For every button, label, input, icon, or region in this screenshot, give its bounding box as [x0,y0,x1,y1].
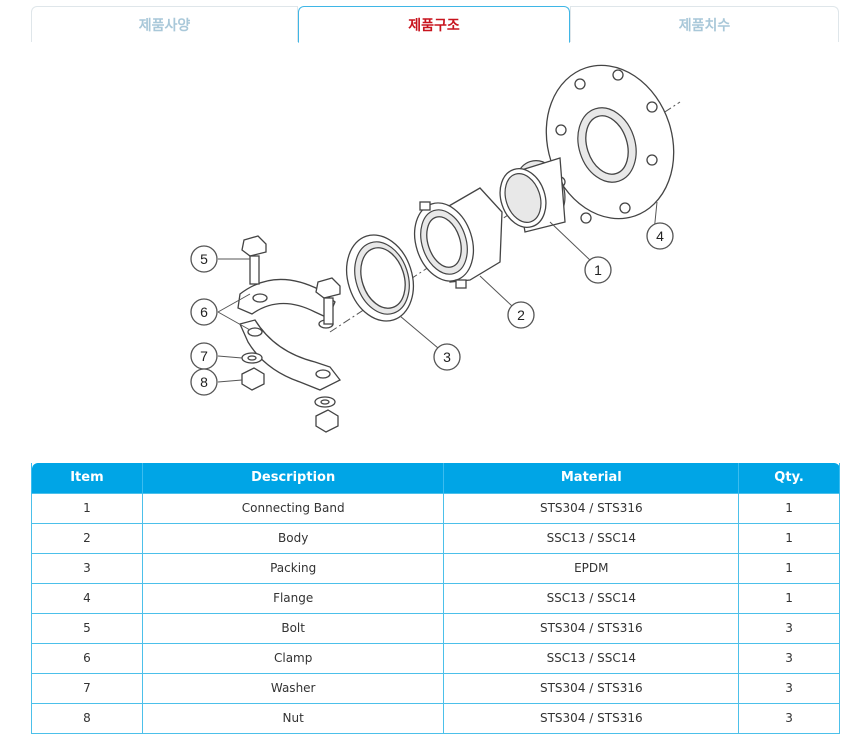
cell-description: Nut [141,702,445,734]
exploded-diagram-svg: 1 2 3 4 5 6 7 8 [190,64,681,433]
table-row: 6 Clamp SSC13 / SSC14 3 [31,642,840,674]
parts-table: Item Description Material Qty. 1 Connect… [31,463,840,734]
cell-item: 2 [31,522,143,554]
nut-part [241,367,339,433]
callout-8: 8 [190,368,218,396]
cell-description: Bolt [141,612,445,644]
cell-item: 8 [31,702,143,734]
header-qty: Qty. [738,463,840,493]
cell-material: SSC13 / SSC14 [443,582,740,614]
cell-item: 7 [31,672,143,704]
flange-part [545,64,675,224]
cell-description: Flange [141,582,445,614]
connecting-band-part [499,157,566,233]
callout-2: 2 [507,301,535,329]
table-row: 4 Flange SSC13 / SSC14 1 [31,582,840,614]
tab-specifications[interactable]: 제품사양 [31,6,298,42]
callout-7: 7 [190,342,218,370]
cell-material: STS304 / STS316 [443,672,740,704]
cell-item: 1 [31,492,143,524]
header-item: Item [31,463,143,493]
cell-item: 3 [31,552,143,584]
cell-description: Packing [141,552,445,584]
leader-7 [217,355,243,359]
table-row: 3 Packing EPDM 1 [31,552,840,584]
table-row: 5 Bolt STS304 / STS316 3 [31,612,840,644]
packing-part [346,234,414,322]
svg-text:4: 4 [656,228,664,244]
cell-qty: 3 [738,642,840,674]
bolt-part [241,235,341,325]
tab-dimensions[interactable]: 제품치수 [570,6,839,42]
parts-table-wrapper: Item Description Material Qty. 1 Connect… [31,463,840,734]
leader-8 [217,379,243,383]
cell-material: SSC13 / SSC14 [443,522,740,554]
body-part [413,187,503,289]
table-row: 1 Connecting Band STS304 / STS316 1 [31,492,840,524]
cell-qty: 1 [738,492,840,524]
svg-text:8: 8 [200,374,208,390]
exploded-diagram: 1 2 3 4 5 6 7 8 [180,62,700,442]
cell-description: Clamp [141,642,445,674]
leader-1 [549,221,593,263]
tab-bar: 제품사양 제품구조 제품치수 [31,6,839,43]
cell-qty: 1 [738,522,840,554]
cell-description: Washer [141,672,445,704]
table-row: 8 Nut STS304 / STS316 3 [31,702,840,734]
tab-structure[interactable]: 제품구조 [298,6,570,43]
washer-part [241,352,336,408]
cell-material: STS304 / STS316 [443,492,740,524]
cell-description: Connecting Band [141,492,445,524]
cell-qty: 3 [738,672,840,704]
header-description: Description [141,463,445,493]
cell-qty: 1 [738,552,840,584]
cell-material: SSC13 / SSC14 [443,642,740,674]
cell-item: 4 [31,582,143,614]
svg-text:2: 2 [517,307,525,323]
svg-text:1: 1 [594,262,602,278]
cell-item: 6 [31,642,143,674]
svg-text:3: 3 [443,349,451,365]
svg-text:6: 6 [200,304,208,320]
leader-2 [479,275,513,307]
callout-4: 4 [646,222,674,250]
callout-3: 3 [433,343,461,371]
leader-3 [399,315,439,349]
cell-description: Body [141,522,445,554]
svg-text:7: 7 [200,348,208,364]
table-row: 7 Washer STS304 / STS316 3 [31,672,840,704]
table-row: 2 Body SSC13 / SSC14 1 [31,522,840,554]
cell-qty: 3 [738,612,840,644]
leader-6 [217,293,251,331]
cell-qty: 1 [738,582,840,614]
callout-5: 5 [190,245,218,273]
table-header-row: Item Description Material Qty. [31,463,840,493]
cell-qty: 3 [738,702,840,734]
header-material: Material [443,463,740,493]
callout-6: 6 [190,298,218,326]
cell-material: STS304 / STS316 [443,612,740,644]
svg-text:5: 5 [200,251,208,267]
clamp-part [237,278,341,391]
callout-1: 1 [584,256,612,284]
cell-material: EPDM [443,552,740,584]
cell-material: STS304 / STS316 [443,702,740,734]
cell-item: 5 [31,612,143,644]
